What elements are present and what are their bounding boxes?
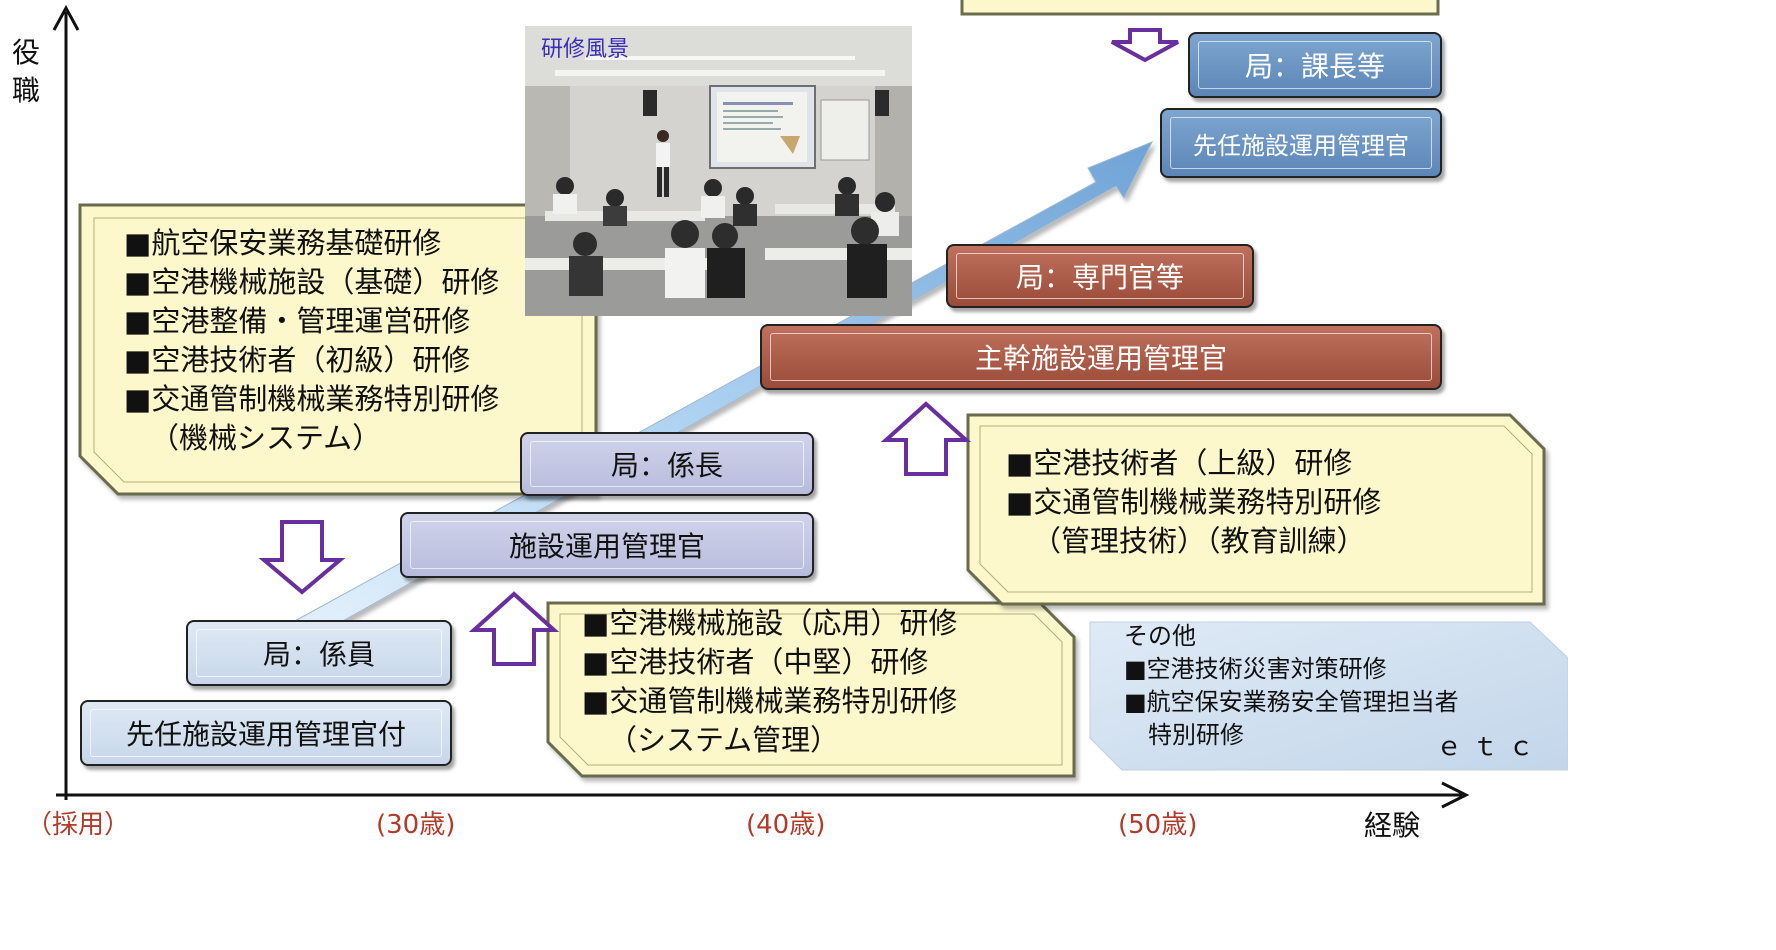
up-arrow-icon	[880, 401, 972, 476]
training-item: ■交通管制機械業務特別研修	[582, 684, 958, 718]
other-etc: ｅｔｃ	[1436, 732, 1545, 762]
x-axis-label: 経験	[1364, 809, 1421, 842]
role-label: 施設運用管理官	[508, 530, 705, 563]
role-facility-manager: 施設運用管理官	[400, 512, 814, 578]
role-bureau-clerk: 局：係員	[186, 620, 452, 686]
role-chief-facility-manager: 主幹施設運用管理官	[760, 324, 1442, 390]
training-item: ■空港整備・管理運営研修	[124, 304, 471, 338]
other-heading: その他	[1124, 622, 1196, 650]
y-axis-label: 役 職	[12, 36, 41, 107]
training-item: ■交通管制機械業務特別研修	[124, 382, 500, 416]
role-label: 局：課長等	[1244, 50, 1385, 83]
role-senior-facility-manager-staff: 先任施設運用管理官付	[80, 700, 452, 766]
up-arrow-icon	[468, 591, 560, 666]
training-item: ■空港技術者（上級）研修	[1006, 446, 1353, 480]
training-item: ■空港機械施設（基礎）研修	[124, 265, 500, 299]
training-item: ■空港技術災害対策研修	[1124, 655, 1387, 683]
advanced-training-panel-shape	[966, 413, 1546, 606]
training-item: （機械システム）	[150, 421, 382, 455]
advanced-training-list: ■空港技術者（上級）研修 ■交通管制機械業務特別研修 （管理技術）（教育訓練）	[1006, 444, 1381, 561]
x-axis-arrowhead	[1441, 781, 1470, 809]
role-label: 主幹施設運用管理官	[974, 342, 1227, 375]
intermediate-training-list: ■空港機械施設（応用）研修 ■空港技術者（中堅）研修 ■交通管制機械業務特別研修…	[582, 604, 957, 760]
basic-training-list: ■航空保安業務基礎研修 ■空港機械施設（基礎）研修 ■空港整備・管理運営研修 ■…	[124, 224, 499, 458]
role-label: 局：係長	[610, 449, 723, 482]
role-label: 先任施設運用管理官	[1193, 131, 1409, 160]
other-training-list: その他 ■空港技術災害対策研修 ■航空保安業務安全管理担当者 特別研修	[1124, 620, 1459, 752]
role-label: 先任施設運用管理官付	[125, 718, 406, 751]
role-label: 局：係員	[262, 638, 375, 671]
tick-hiring: （採用）	[26, 810, 131, 840]
tick-age-30: (30歳)	[376, 810, 456, 840]
training-item: （システム管理）	[608, 723, 840, 757]
role-bureau-chief: 局：係長	[520, 432, 814, 496]
down-arrow-icon	[258, 520, 346, 595]
training-item: ■航空保安業務安全管理担当者	[1124, 688, 1459, 716]
role-label: 局：専門官等	[1015, 261, 1184, 294]
other-panel-shape	[1089, 621, 1568, 771]
training-item: ■空港技術者（中堅）研修	[582, 645, 929, 679]
down-arrow-icon	[1111, 28, 1179, 63]
training-photo: 研修風景	[525, 26, 912, 316]
role-bureau-specialist: 局：専門官等	[946, 244, 1254, 308]
training-item: ■空港技術者（初級）研修	[124, 343, 471, 377]
training-item: 特別研修	[1148, 721, 1244, 749]
training-item: ■航空保安業務基礎研修	[124, 226, 442, 260]
training-item: ■交通管制機械業務特別研修	[1006, 485, 1382, 519]
top-remnant-panel	[960, 0, 1440, 16]
tick-age-50: (50歳)	[1118, 810, 1198, 840]
y-axis-arrowhead	[52, 4, 80, 31]
training-item: （管理技術）（教育訓練）	[1032, 524, 1366, 558]
role-senior-facility-manager: 先任施設運用管理官	[1160, 108, 1442, 178]
photo-caption: 研修風景	[541, 37, 630, 62]
tick-age-40: (40歳)	[746, 810, 826, 840]
classroom-scene-icon	[525, 26, 912, 316]
role-bureau-section-head: 局：課長等	[1188, 32, 1442, 98]
training-item: ■空港機械施設（応用）研修	[582, 606, 958, 640]
